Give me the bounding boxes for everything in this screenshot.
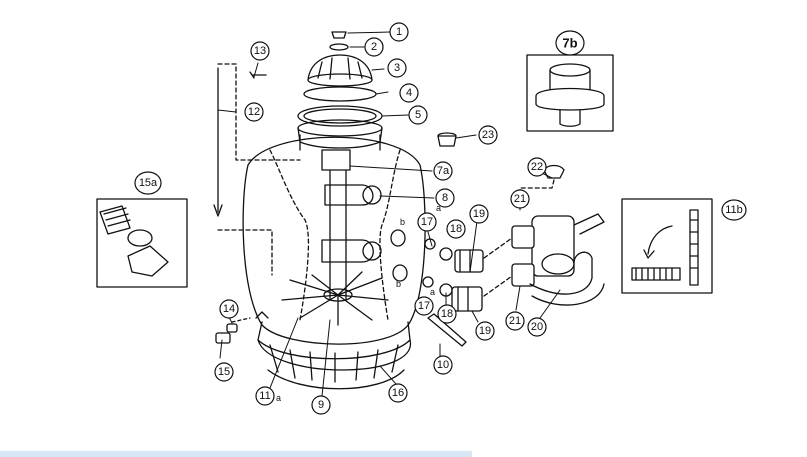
union-fittings — [390, 229, 513, 312]
inset-label-15a: 15a — [139, 177, 158, 189]
callout-19-upper: 19 — [473, 208, 485, 220]
callout-21-upper: 21 — [514, 193, 526, 205]
callout-21-lower: 21 — [509, 315, 521, 327]
callout-18-upper: 18 — [450, 223, 462, 235]
callout-11: 11 — [259, 390, 270, 402]
callout-9: 9 — [318, 399, 324, 411]
callout-18-lower: 18 — [441, 308, 453, 320]
drain-parts — [215, 311, 467, 347]
inset-label-7b: 7b — [562, 36, 577, 51]
leader-lines — [217, 31, 561, 397]
callout-17-lower: 17 — [418, 300, 430, 312]
callout-22: 22 — [531, 161, 543, 173]
callout-14: 14 — [223, 303, 235, 315]
callout-15: 15 — [218, 366, 230, 378]
standpipe-assembly — [269, 149, 401, 326]
callout-19-lower: 19 — [479, 325, 491, 337]
callout-3: 3 — [394, 62, 400, 74]
callout-13: 13 — [254, 45, 266, 57]
callout-16: 16 — [392, 387, 404, 399]
inset-7b-box — [526, 54, 614, 132]
callout-17-upper: 17 — [421, 216, 433, 228]
callout-4: 4 — [406, 87, 412, 99]
sublabel-a-upper: a — [436, 203, 441, 213]
sublabel-a-eleven: a — [276, 393, 281, 403]
filter-tank — [242, 119, 426, 390]
callout-7a: 7a — [437, 165, 450, 177]
callout-20: 20 — [531, 321, 543, 333]
callout-1: 1 — [396, 26, 402, 38]
callout-8: 8 — [442, 192, 448, 204]
callout-12: 12 — [248, 106, 260, 118]
inset-15a-box — [96, 198, 188, 288]
callout-5: 5 — [415, 109, 421, 121]
callout-10: 10 — [437, 359, 449, 371]
sublabel-a-lower: a — [430, 287, 435, 297]
callout-2: 2 — [371, 41, 377, 53]
bottom-highlight-band — [0, 451, 472, 457]
sublabel-b-lower: b — [396, 279, 401, 289]
callout-23: 23 — [482, 129, 494, 141]
multiport-valve — [511, 213, 605, 306]
sublabel-b-upper: b — [400, 217, 405, 227]
inset-label-11b: 11b — [725, 204, 743, 216]
inset-label-circles — [134, 30, 747, 221]
callout-circles — [214, 22, 547, 415]
inset-11b-box — [621, 198, 713, 294]
